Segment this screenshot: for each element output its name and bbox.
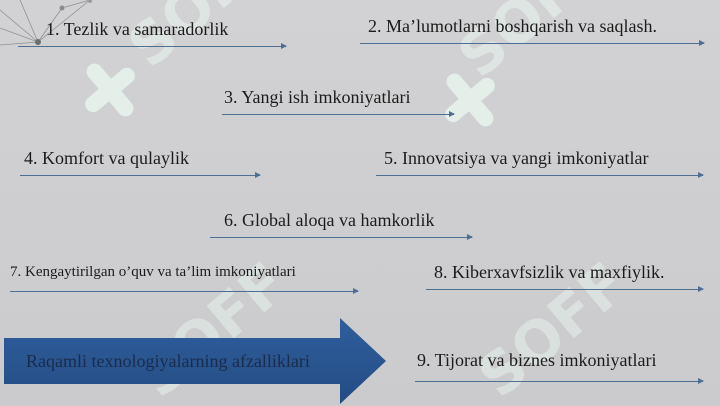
benefit-label: 9. Tijorat va biznes imkoniyatlari	[417, 350, 657, 370]
arrow-underline	[222, 111, 455, 117]
arrow-underline	[426, 286, 704, 292]
arrow-underline	[18, 43, 287, 49]
network-decoration	[0, 0, 92, 46]
benefit-label: 3. Yangi ish imkoniyatlari	[224, 87, 411, 107]
arrow-underline	[20, 172, 261, 178]
benefit-label: 7. Kengaytirilgan o’quv va ta’lim imkoni…	[10, 264, 296, 280]
arrow-underline	[376, 172, 704, 178]
title-arrow-banner: Raqamli texnologiyalarning afzalliklari	[4, 318, 388, 404]
watermark-logo	[445, 73, 495, 127]
arrow-underline	[415, 378, 704, 384]
benefit-item-6: 6. Global aloqa va hamkorlik	[210, 210, 473, 240]
benefit-item-7: 7. Kengaytirilgan o’quv va ta’lim imkoni…	[10, 264, 359, 294]
watermark-logo	[85, 63, 135, 117]
banner-title: Raqamli texnologiyalarning afzalliklari	[26, 351, 310, 371]
benefit-label: 5. Innovatsiya va yangi imkoniyatlar	[384, 148, 649, 168]
benefit-item-3: 3. Yangi ish imkoniyatlari	[222, 87, 455, 117]
benefit-label: 6. Global aloqa va hamkorlik	[224, 210, 435, 230]
arrow-underline	[360, 40, 705, 46]
benefit-item-2: 2. Ma’lumotlarni boshqarish va saqlash.	[360, 16, 705, 46]
benefit-item-9: 9. Tijorat va biznes imkoniyatlari	[415, 350, 704, 384]
benefit-label: 4. Komfort va qulaylik	[24, 148, 189, 168]
banner-arrow-shape	[4, 318, 386, 404]
benefit-label: 8. Kiberxavfsizlik va maxfiylik.	[434, 262, 665, 282]
benefit-label: 2. Ma’lumotlarni boshqarish va saqlash.	[368, 16, 657, 36]
benefit-item-5: 5. Innovatsiya va yangi imkoniyatlar	[376, 148, 704, 178]
arrow-underline	[10, 288, 359, 294]
benefit-item-4: 4. Komfort va qulaylik	[20, 148, 261, 178]
arrow-underline	[210, 234, 473, 240]
watermark-text: SOFF	[445, 0, 619, 91]
benefit-label: 1. Tezlik va samaradorlik	[46, 19, 229, 39]
benefit-item-8: 8. Kiberxavfsizlik va maxfiylik.	[426, 262, 704, 292]
benefit-item-1: 1. Tezlik va samaradorlik	[18, 19, 287, 49]
